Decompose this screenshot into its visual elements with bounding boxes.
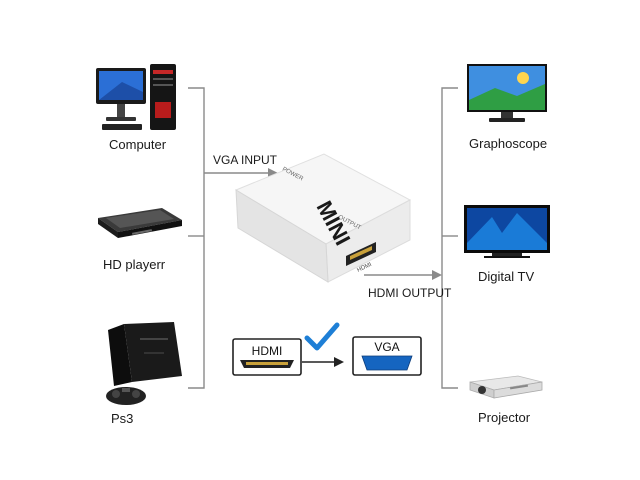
output-label-graphoscope: Graphoscope — [469, 136, 548, 151]
left-bracket — [188, 87, 205, 389]
vga-input-label: VGA INPUT — [213, 153, 278, 167]
monitor-icon — [467, 64, 547, 122]
hd-player-icon — [98, 208, 182, 238]
hdmi-output-label: HDMI OUTPUT — [368, 286, 452, 300]
hdmi-connector-icon: HDMI — [232, 338, 302, 376]
conversion-from-label: HDMI — [252, 344, 283, 358]
hdmi-output-arrow-head — [432, 270, 442, 280]
right-bracket — [441, 87, 458, 389]
projector-icon — [469, 375, 543, 399]
game-console-icon — [106, 322, 182, 405]
input-label-hd-player: HD playerr — [103, 257, 166, 272]
tv-icon — [464, 205, 550, 258]
converter-device: MINI OUTPUT POWER HDMI — [234, 153, 412, 283]
vga-connector-icon: VGA — [352, 336, 422, 376]
conversion-arrow-head — [334, 357, 344, 367]
input-label-computer: Computer — [109, 137, 167, 152]
output-label-projector: Projector — [478, 410, 531, 425]
check-mark-icon — [304, 322, 340, 351]
output-label-digital-tv: Digital TV — [478, 269, 535, 284]
desktop-computer-icon — [96, 64, 176, 130]
conversion-to-label: VGA — [374, 340, 399, 354]
input-label-ps3: Ps3 — [111, 411, 134, 426]
